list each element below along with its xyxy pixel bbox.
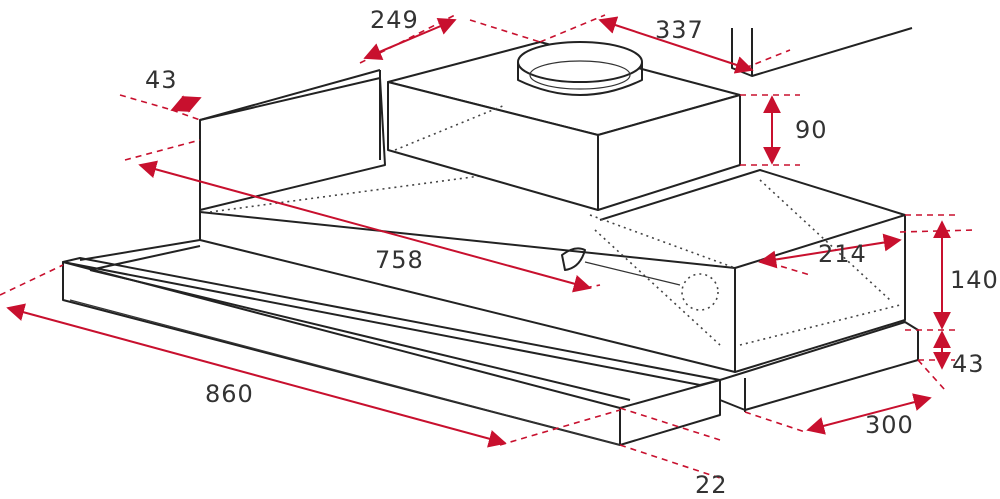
wall-bracket xyxy=(731,27,913,77)
dim-860: 860 xyxy=(0,264,621,448)
dim-label-22: 22 xyxy=(695,471,728,499)
dim-22: 22 xyxy=(619,407,728,499)
dim-90: 90 xyxy=(740,94,828,166)
dim-label-249: 249 xyxy=(370,6,419,34)
motor-box xyxy=(387,41,741,211)
dim-label-337: 337 xyxy=(655,16,704,44)
dim-label-860: 860 xyxy=(205,380,254,408)
dim-label-214: 214 xyxy=(818,240,867,268)
dim-label-43-top: 43 xyxy=(145,66,178,94)
dim-label-140: 140 xyxy=(950,266,999,294)
dim-label-300: 300 xyxy=(865,411,914,439)
dim-label-758: 758 xyxy=(375,246,424,274)
dim-337: 337 xyxy=(539,14,791,74)
dim-43-top: 43 xyxy=(119,66,202,121)
dim-758: 758 xyxy=(124,139,601,293)
dim-label-90: 90 xyxy=(795,116,828,144)
dim-label-43-bottom: 43 xyxy=(952,350,985,378)
dim-140: 140 xyxy=(905,214,999,331)
dim-43-bottom: 43 xyxy=(918,330,985,378)
dim-300: 300 xyxy=(744,359,946,439)
dim-249: 249 xyxy=(359,6,541,64)
dim-214: 214 xyxy=(758,229,976,276)
